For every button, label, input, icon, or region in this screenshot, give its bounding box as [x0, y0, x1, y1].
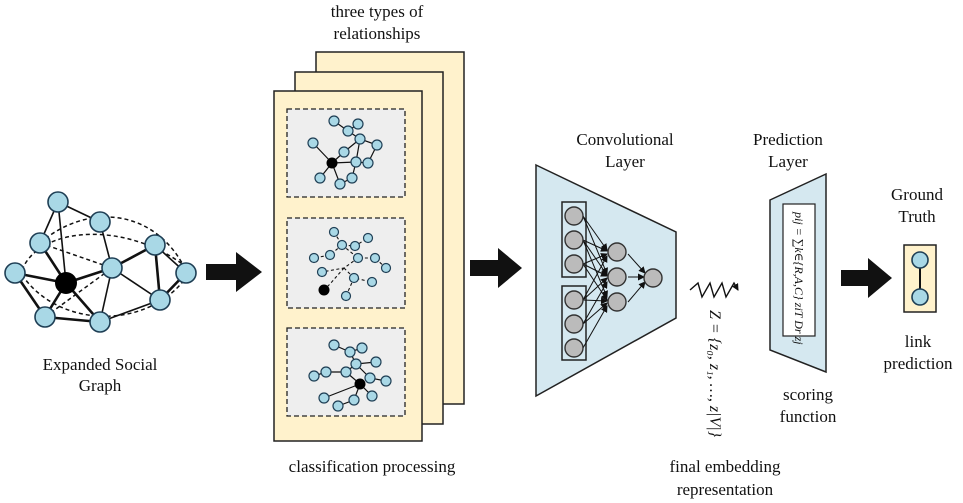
graph-edge — [21, 233, 191, 271]
prediction-formula: pij = ∑k∈{R,A,C} ziT Dr zj — [792, 211, 806, 345]
input-group-box-2 — [561, 285, 587, 361]
graph-node — [47, 191, 69, 213]
graph-edge — [39, 242, 113, 269]
graph-edge — [21, 274, 189, 317]
flow-arrow-2 — [470, 248, 522, 288]
graph-edge — [57, 201, 67, 284]
input-group-box-1 — [561, 201, 587, 278]
graph-node — [89, 311, 111, 333]
final-embedding-label-1: final embedding — [670, 457, 781, 476]
graph-node — [149, 289, 171, 311]
ground-truth-node — [911, 251, 929, 269]
expanded-social-graph — [4, 191, 197, 333]
graph-node — [34, 306, 56, 328]
prediction-layer-label-1: Prediction — [753, 130, 823, 149]
conv-layer-label-1: Convolutional — [576, 130, 674, 149]
three-types-label-1: three types of — [331, 2, 424, 21]
ground-truth-node — [911, 288, 929, 306]
conv-layer-label-2: Layer — [605, 152, 645, 171]
conv-network — [561, 201, 663, 361]
ground-truth-label-2: Truth — [898, 207, 936, 226]
flow-arrow-3 — [841, 258, 892, 298]
relationship-graph-1 — [307, 115, 383, 190]
graph-edge — [39, 216, 189, 276]
graph-node — [89, 211, 111, 233]
graph-node — [29, 232, 51, 254]
graph-node — [144, 234, 166, 256]
embedding-formula: Z = {z₀, z₁, …, z|V|} — [706, 310, 723, 438]
link-prediction-label-2: prediction — [884, 354, 953, 373]
final-embedding-label-2: representation — [677, 480, 774, 499]
zigzag-connector — [689, 281, 739, 299]
classification-label: classification processing — [289, 457, 456, 476]
expanded-graph-label-1: Expanded Social — [43, 355, 158, 374]
link-prediction-label-1: link — [905, 332, 932, 351]
relationship-stack — [273, 51, 465, 442]
graph-hub-node — [55, 272, 77, 294]
expanded-graph-label-2: Graph — [79, 376, 122, 395]
three-types-label-2: relationships — [334, 24, 421, 43]
graph-node — [175, 262, 197, 284]
scoring-function-label-2: function — [780, 407, 837, 426]
ground-truth-label-1: Ground — [891, 185, 943, 204]
relationship-graph-3 — [308, 339, 392, 412]
scoring-function-label-1: scoring — [783, 385, 834, 404]
flow-arrow-1 — [206, 252, 262, 292]
prediction-layer-label-2: Layer — [768, 152, 808, 171]
graph-node — [4, 262, 26, 284]
graph-node — [101, 257, 123, 279]
formula-box — [782, 203, 816, 337]
relationship-graph-2 — [308, 226, 392, 302]
